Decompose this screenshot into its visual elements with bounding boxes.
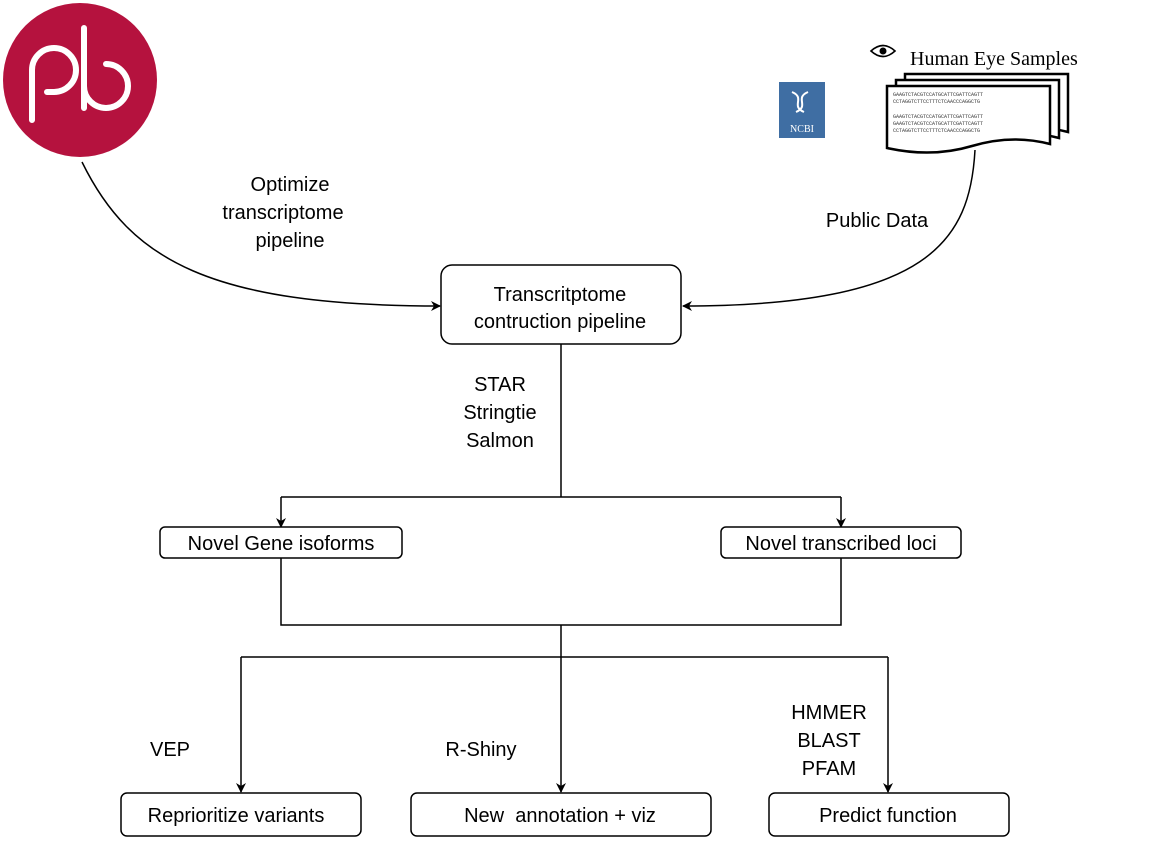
annotation-node: New annotation + viz — [410, 792, 712, 837]
doc-line-5: CCTAGGTCTTCCTTTCTCAACCCAGGCTG — [893, 128, 980, 134]
variants-node-label: Reprioritize variants — [148, 805, 325, 827]
tool-salmon: Salmon — [466, 430, 534, 452]
tool-stringtie: Stringtie — [463, 402, 536, 424]
tool-blast: BLAST — [797, 730, 860, 752]
doc-line-2: CCTAGGTCTTCCTTTCTCAACCCAGGCTG — [893, 99, 980, 105]
function-tools-label: HMMER BLAST PFAM — [791, 702, 867, 780]
ncbi-logo-label: NCBI — [790, 124, 814, 135]
isoforms-node: Novel Gene isoforms — [159, 526, 403, 559]
pipeline-tools-label: STAR Stringtie Salmon — [463, 374, 536, 452]
ncbi-logo: NCBI — [779, 82, 825, 138]
optimize-label-line-3: pipeline — [256, 230, 325, 252]
doc-line-4: GAAGTCTACGTCCATGCATTCGATTCAGTT — [893, 121, 983, 127]
tool-star: STAR — [474, 374, 526, 396]
vep-label: VEP — [150, 739, 190, 761]
optimize-label-line-2: transcriptome — [222, 202, 343, 224]
isoforms-node-label: Novel Gene isoforms — [188, 533, 375, 555]
loci-node: Novel transcribed loci — [720, 526, 962, 559]
doc-line-1: GAAGTCTACGTCCATGCATTCGATTCAGTT — [893, 92, 983, 98]
annotation-node-label: New annotation + viz — [464, 805, 656, 827]
eye-icon — [869, 44, 897, 58]
merge-connector — [241, 558, 888, 658]
pipeline-node-line-2: contruction pipeline — [474, 311, 646, 333]
sequence-documents: GAAGTCTACGTCCATGCATTCGATTCAGTT CCTAGGTCT… — [885, 72, 1070, 154]
optimize-connector — [81, 161, 441, 311]
rshiny-label: R-Shiny — [445, 739, 516, 761]
pb-logo — [3, 3, 157, 157]
function-node: Predict function — [768, 792, 1010, 837]
samples-label: Human Eye Samples — [910, 48, 1078, 70]
tool-pfam: PFAM — [802, 758, 856, 780]
public-data-label: Public Data — [826, 210, 929, 232]
public-data-connector — [682, 149, 976, 311]
variants-node: Reprioritize variants — [120, 792, 362, 837]
function-node-label: Predict function — [819, 805, 957, 827]
pipeline-node-line-1: Transcritptome — [494, 284, 627, 306]
loci-node-label: Novel transcribed loci — [745, 533, 936, 555]
doc-line-3: GAAGTCTACGTCCATGCATTCGATTCAGTT — [893, 114, 983, 120]
tool-hmmer: HMMER — [791, 702, 867, 724]
optimize-label: Optimize transcriptome pipeline — [222, 174, 343, 252]
split-connector — [281, 344, 841, 498]
pipeline-node: Transcritptome contruction pipeline — [440, 264, 682, 345]
optimize-label-line-1: Optimize — [251, 174, 330, 196]
